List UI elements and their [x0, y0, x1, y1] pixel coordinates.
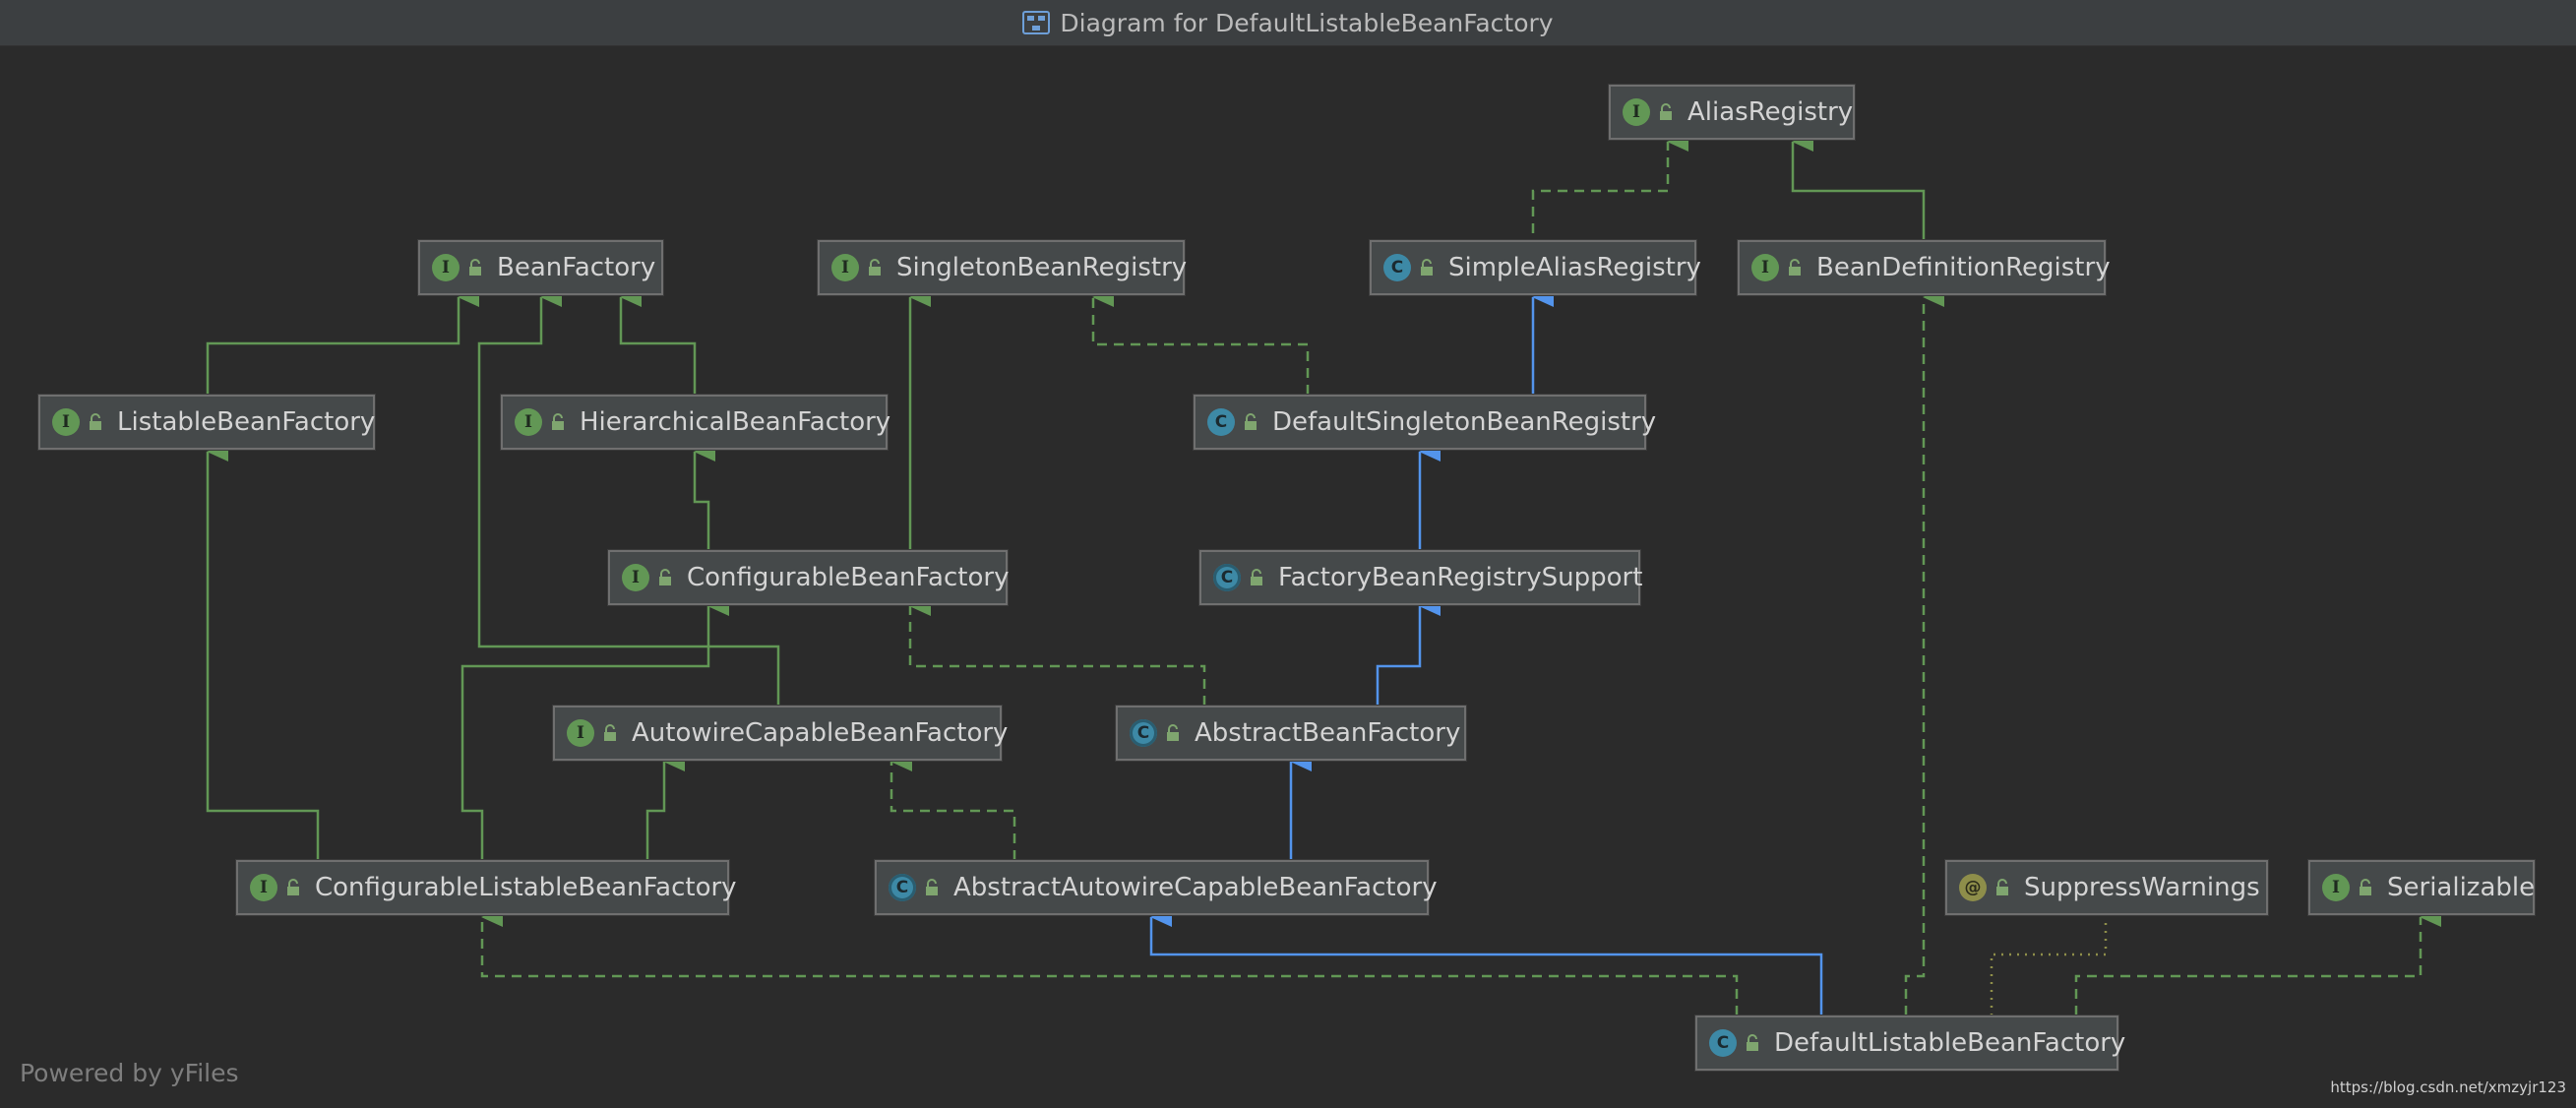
node-suppress-warnings[interactable]: @ SuppressWarnings: [1945, 860, 2268, 915]
edge-default-listable-bean-factory-implements-configurable-listable-bean-factory: [480, 907, 1739, 1016]
node-factory-bean-registry-support[interactable]: C FactoryBeanRegistrySupport: [1199, 550, 1643, 605]
edge-configurable-listable-bean-factory-extends-configurable-bean-factory: [460, 596, 729, 860]
edge-default-listable-bean-factory-extends-abstract-autowire-capable-bean-factory: [1149, 907, 1823, 1016]
edge-abstract-bean-factory-extends-factory-bean-registry-support: [1376, 596, 1441, 706]
node-abstract-bean-factory[interactable]: C AbstractBeanFactory: [1116, 706, 1466, 761]
abstract-class-icon: C: [1130, 719, 1157, 747]
node-label: DefaultListableBeanFactory: [1774, 1028, 2126, 1058]
node-bean-definition-registry[interactable]: I BeanDefinitionRegistry: [1738, 240, 2111, 295]
lock-icon: [88, 413, 103, 431]
edge-abstract-autowire-capable-bean-factory-implements-autowire-capable-bean-factory: [889, 752, 1016, 860]
node-hierarchical-bean-factory[interactable]: I HierarchicalBeanFactory: [501, 395, 891, 450]
window-title-bar: Diagram for DefaultListableBeanFactory: [0, 0, 2576, 46]
node-label: BeanFactory: [497, 253, 656, 282]
node-label: AbstractAutowireCapableBeanFactory: [953, 873, 1438, 902]
lock-icon: [1658, 103, 1674, 121]
interface-icon: I: [432, 254, 460, 281]
node-label: ConfigurableListableBeanFactory: [315, 873, 737, 902]
class-icon: C: [1383, 254, 1411, 281]
lock-icon: [2358, 879, 2373, 896]
interface-icon: I: [250, 874, 277, 901]
lock-icon: [550, 413, 566, 431]
node-alias-registry[interactable]: I AliasRegistry: [1609, 85, 1855, 140]
interface-icon: I: [567, 719, 594, 747]
lock-icon: [602, 724, 618, 742]
edge-configurable-bean-factory-extends-hierarchical-bean-factory: [693, 442, 715, 550]
edge-hierarchical-bean-factory-extends-bean-factory: [619, 287, 697, 395]
node-configurable-listable-bean-factory[interactable]: I ConfigurableListableBeanFactory: [236, 860, 737, 915]
node-label: ListableBeanFactory: [117, 407, 376, 437]
edge-listable-bean-factory-extends-bean-factory: [206, 287, 479, 395]
node-simple-alias-registry[interactable]: C SimpleAliasRegistry: [1370, 240, 1701, 295]
class-icon: C: [1207, 408, 1235, 436]
interface-icon: I: [52, 408, 80, 436]
node-label: SuppressWarnings: [2024, 873, 2260, 902]
abstract-class-icon: C: [1213, 564, 1241, 591]
diagram-icon: [1022, 10, 1051, 35]
edge-autowire-capable-bean-factory-extends-bean-factory: [477, 287, 780, 706]
annotation-icon: @: [1959, 874, 1987, 901]
node-bean-factory[interactable]: I BeanFactory: [418, 240, 663, 295]
edge-abstract-bean-factory-implements-configurable-bean-factory: [908, 596, 1206, 706]
interface-icon: I: [1623, 98, 1650, 126]
lock-icon: [1994, 879, 2010, 896]
node-abstract-autowire-capable-bean-factory[interactable]: C AbstractAutowireCapableBeanFactory: [875, 860, 1438, 915]
node-label: AliasRegistry: [1687, 97, 1854, 127]
lock-icon: [285, 879, 301, 896]
edge-default-listable-bean-factory-annotated-by-suppress-warnings: [1990, 917, 2108, 1016]
abstract-class-icon: C: [889, 874, 916, 901]
window-title: Diagram for DefaultListableBeanFactory: [1060, 8, 1554, 37]
node-label: AbstractBeanFactory: [1195, 718, 1461, 748]
edge-configurable-listable-bean-factory-extends-autowire-capable-bean-factory: [645, 752, 685, 860]
watermark-url: https://blog.csdn.net/xmzyjr123: [2330, 1078, 2566, 1096]
node-label: SingletonBeanRegistry: [896, 253, 1188, 282]
edge-configurable-listable-bean-factory-extends-listable-bean-factory: [206, 442, 320, 860]
edge-bean-definition-registry-extends-alias-registry: [1791, 132, 1926, 250]
interface-icon: I: [1751, 254, 1779, 281]
lock-icon: [867, 259, 883, 277]
node-label: ConfigurableBeanFactory: [687, 563, 1010, 592]
lock-icon: [1165, 724, 1181, 742]
lock-icon: [1745, 1034, 1760, 1052]
edge-default-singleton-bean-registry-implements-singleton-bean-registry: [1091, 287, 1310, 395]
lock-icon: [1787, 259, 1803, 277]
node-label: BeanDefinitionRegistry: [1816, 253, 2111, 282]
lock-icon: [924, 879, 940, 896]
node-label: Serializable: [2387, 873, 2536, 902]
edge-default-listable-bean-factory-implements-serializable: [2074, 907, 2441, 1016]
node-default-singleton-bean-registry[interactable]: C DefaultSingletonBeanRegistry: [1194, 395, 1656, 450]
lock-icon: [467, 259, 483, 277]
node-label: DefaultSingletonBeanRegistry: [1272, 407, 1657, 437]
edge-default-listable-bean-factory-implements-bean-definition-registry: [1904, 287, 1944, 1016]
interface-icon: I: [2322, 874, 2350, 901]
node-configurable-bean-factory[interactable]: I ConfigurableBeanFactory: [608, 550, 1010, 605]
node-serializable[interactable]: I Serializable: [2308, 860, 2535, 915]
node-label: FactoryBeanRegistrySupport: [1278, 563, 1643, 592]
node-label: HierarchicalBeanFactory: [580, 407, 891, 437]
class-icon: C: [1709, 1029, 1737, 1057]
lock-icon: [1419, 259, 1435, 277]
interface-icon: I: [831, 254, 859, 281]
node-listable-bean-factory[interactable]: I ListableBeanFactory: [38, 395, 375, 450]
powered-by-label: Powered by yFiles: [20, 1059, 239, 1087]
node-default-listable-bean-factory[interactable]: C DefaultListableBeanFactory: [1695, 1016, 2125, 1071]
interface-icon: I: [515, 408, 542, 436]
node-singleton-bean-registry[interactable]: I SingletonBeanRegistry: [818, 240, 1188, 295]
node-autowire-capable-bean-factory[interactable]: I AutowireCapableBeanFactory: [553, 706, 1008, 761]
node-label: AutowireCapableBeanFactory: [632, 718, 1009, 748]
lock-icon: [657, 569, 673, 586]
interface-icon: I: [622, 564, 649, 591]
edge-simple-alias-registry-implements-alias-registry: [1531, 132, 1688, 250]
lock-icon: [1249, 569, 1264, 586]
node-label: SimpleAliasRegistry: [1448, 253, 1701, 282]
lock-icon: [1243, 413, 1258, 431]
